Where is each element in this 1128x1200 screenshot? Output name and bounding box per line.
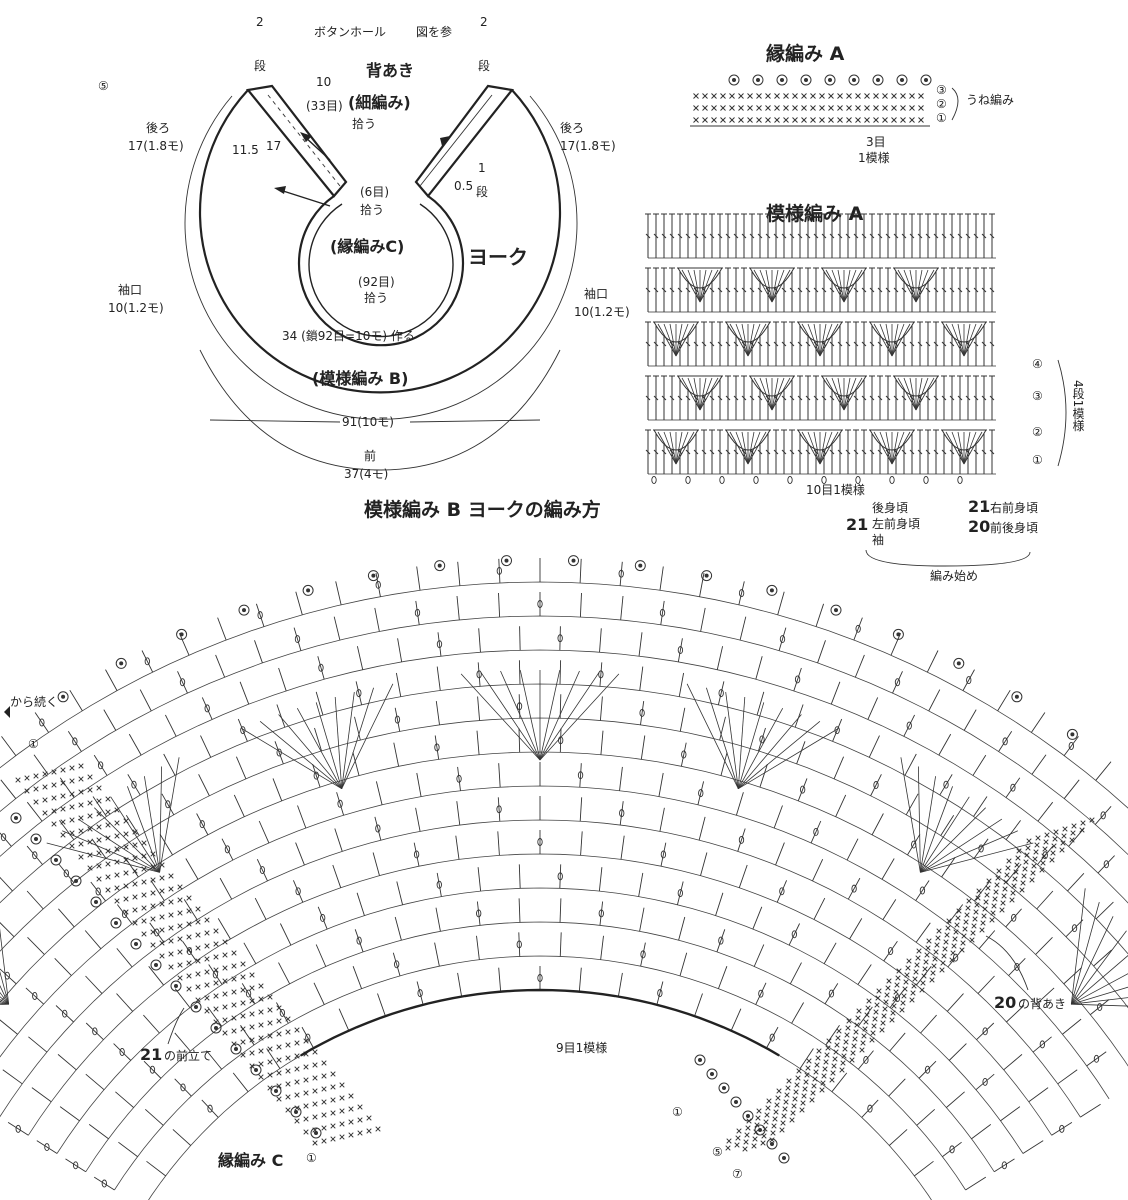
pattern-a-chart: 模様編み A ④ ③ ② ① 4段1模様 10目1模様 21 右前身頃 20 前…: [645, 202, 1085, 583]
pattern-a-repeat-stitches: 10目1模様: [806, 483, 865, 497]
right-21-text: 右前身頃: [990, 500, 1038, 515]
right-note-text: の背あき: [1018, 997, 1066, 1011]
left-line-2: 左前身頃: [872, 516, 920, 531]
outer-circumference: 91(10モ): [342, 415, 394, 429]
yoke-neck-inner: [308, 203, 454, 338]
sleeve-left-value: 10(1.2モ): [108, 301, 164, 315]
back-left-label: 後ろ: [146, 121, 170, 135]
edging-row-note: うね編み: [966, 92, 1014, 107]
neck-gap: 0.5: [454, 179, 473, 193]
edging-a-stitches: [690, 74, 932, 127]
pattern-a-stitches: [645, 213, 996, 484]
sleeve-left-label: 袖口: [118, 282, 142, 297]
back-opening-label: 背あき: [366, 61, 414, 80]
band-length: 11.5: [232, 143, 259, 157]
pick-up-label: 拾う: [352, 116, 376, 131]
yoke-dimension-arc: [184, 95, 578, 420]
edging-row-3: ③: [936, 83, 947, 97]
left-line-1: 後身頃: [872, 500, 908, 515]
edging-a-chart: 縁編み A ③ ② ① うね編み 3目 1模様: [690, 42, 1014, 165]
pattern-b-title: 模様編み B ヨークの編み方: [364, 498, 601, 521]
pattern-a-row-1: ①: [1032, 453, 1043, 467]
pattern-a-start: 編み始め: [930, 568, 978, 583]
bottom-mark-1: ①: [672, 1105, 683, 1119]
six-pick-label: 拾う: [360, 202, 384, 217]
yoke-schematic: ⑤ ボタンホール 図を参 2 段 2 段 背あき (細編み) 10 (33目) …: [98, 15, 630, 481]
back-left-value: 17(1.8モ): [128, 139, 184, 153]
edging-row-1: ①: [936, 111, 947, 125]
sleeve-right-label: 袖口: [584, 286, 608, 301]
arrow-up-right: [431, 141, 447, 161]
edge-c-bottom-label: 縁編み C: [218, 1151, 283, 1170]
yoke-label: ヨーク: [468, 245, 528, 269]
back-right-label: 後ろ: [560, 121, 584, 135]
right-note-num: 20: [994, 993, 1016, 1012]
buttonhole-label: ボタンホール: [314, 25, 386, 39]
stitch-count-label: 9目1模様: [556, 1041, 607, 1055]
pattern-a-repeat-rows: 4段1模様: [1071, 380, 1085, 431]
ninety-two-pick: 拾う: [364, 290, 388, 305]
front-value: 37(4モ): [344, 467, 388, 481]
right-21-num: 21: [968, 497, 990, 516]
left-21-num: 21: [846, 515, 868, 534]
right-top-unit: 段: [478, 58, 490, 73]
bottom-mark-7: ⑦: [732, 1167, 743, 1181]
pattern-a-row-2: ②: [1032, 425, 1043, 439]
front-label: 前: [364, 448, 376, 463]
left-line-3: 袖: [872, 532, 884, 547]
left-top-num: 2: [256, 15, 264, 29]
cast-on-label: 34 (鎖92目=10モ) 作る: [282, 328, 415, 343]
edging-repeat-note: 1模様: [858, 151, 890, 165]
continue-from-label: から続く: [10, 695, 58, 709]
bottom-mark-5: ⑤: [712, 1145, 723, 1159]
yoke-neck-edge: [297, 195, 465, 347]
figure-ref-label: 図を参: [416, 24, 452, 39]
pattern-a-row-3: ③: [1032, 389, 1043, 403]
left-top-unit: 段: [254, 58, 266, 73]
left-note-text: の前立て: [164, 1048, 212, 1063]
left-note-num: 21: [140, 1045, 162, 1064]
page-mark: ⑤: [98, 79, 109, 93]
right-top-num: 2: [480, 15, 488, 29]
edging-repeat: 3目: [866, 135, 886, 149]
band-width: 10: [316, 75, 331, 89]
sleeve-right-value: 10(1.2モ): [574, 305, 630, 319]
back-band-right: [414, 84, 515, 198]
back-band-left: [245, 84, 348, 198]
pattern-b-stitches: [0, 555, 1128, 1200]
arrow-side: [279, 189, 331, 207]
back-right-value: 17(1.8モ): [560, 139, 616, 153]
edge-c-label: (縁編みC): [330, 237, 404, 256]
right-20-num: 20: [968, 517, 990, 536]
neck-row: 1: [478, 161, 486, 175]
back-stitch-label: (細編み): [348, 93, 411, 112]
pattern-b-label: (模様編み B): [312, 369, 408, 388]
edging-row-2: ②: [936, 97, 947, 111]
neck-row-unit: 段: [476, 184, 488, 199]
six-stitch-label: (6目): [360, 185, 389, 199]
pattern-a-row-4: ④: [1032, 357, 1043, 371]
edge-c-bottom-mark: ①: [306, 1151, 317, 1165]
arrow-up-left: [303, 135, 331, 161]
yoke-outer-edge: [198, 89, 562, 394]
edging-a-title: 縁編み A: [766, 42, 845, 65]
right-20-text: 前後身頃: [990, 520, 1038, 535]
band-rows: (33目): [306, 99, 343, 113]
ninety-two-label: (92目): [358, 275, 395, 289]
band-number: 17: [266, 139, 281, 153]
start-circle-mark: ①: [28, 737, 39, 751]
pattern-b-chart: 模様編み B ヨークの編み方 から続く ① 9目1模様 21 の前立て 20 の…: [0, 498, 1128, 1200]
